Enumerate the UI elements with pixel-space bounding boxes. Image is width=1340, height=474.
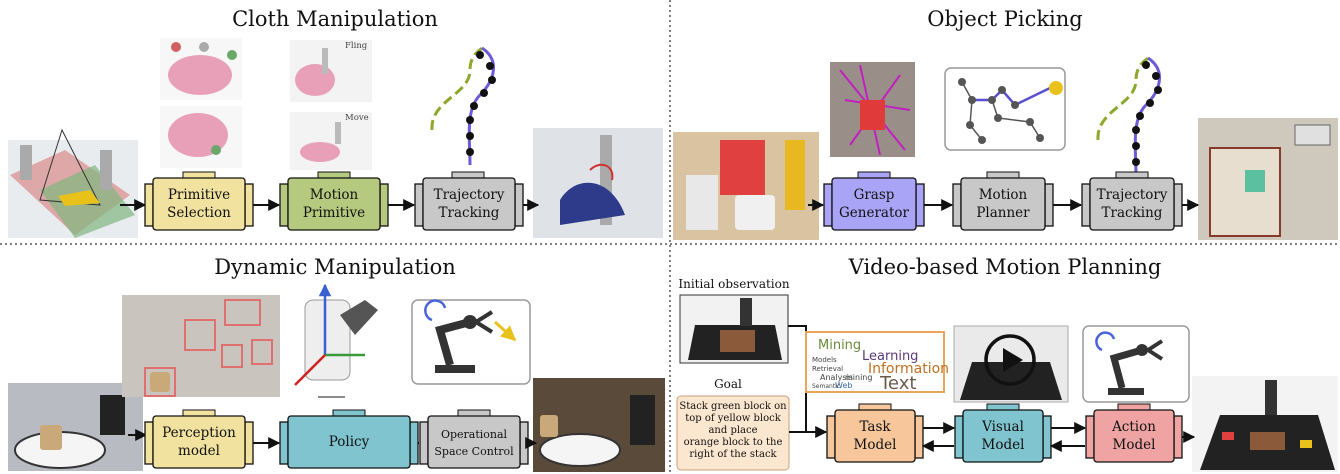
block-line1: Visual [981, 419, 1024, 435]
block-line1: Trajectory [1097, 187, 1168, 203]
wc-word: Text [879, 373, 916, 394]
block-motion-planner: Motion Planner [952, 171, 1054, 231]
block-line2: Generator [839, 205, 910, 221]
block-visual-model: Visual Model [954, 403, 1052, 463]
block-line2: Planner [976, 205, 1030, 221]
block-line2: Space Control [434, 445, 514, 458]
dynamic-title: Dynamic Manipulation [214, 255, 456, 279]
block-line1: Action [1111, 419, 1156, 435]
block-perception-model: Perception model [144, 409, 254, 469]
block-operational-space-control: Operational Space Control [419, 409, 529, 469]
block-line1: Primitive [168, 187, 230, 203]
dynamic-input-image [8, 383, 143, 471]
block-line2: Primitive [303, 205, 365, 221]
dynamic-output-image [533, 378, 665, 472]
fling-label: Fling [345, 41, 368, 51]
video-blocks: Task Model Visual Model Action Model [826, 403, 1183, 463]
picking-blocks: Grasp Generator Motion Planner Trajector… [823, 171, 1183, 231]
play-icon [984, 334, 1036, 386]
block-primitive-selection: Primitive Selection [144, 171, 254, 231]
wc-word: Semantic [812, 383, 840, 390]
goal-line: right of the stack [689, 449, 777, 460]
block-line2: Model [854, 437, 897, 453]
goal-box: Stack green block on top of yellow block… [676, 395, 790, 471]
wc-word: Learning [862, 349, 918, 364]
dynamic-blocks: Perception model Policy Operational Spac… [144, 409, 529, 469]
block-grasp-generator: Grasp Generator [823, 171, 925, 231]
block-trajectory-tracking: Trajectory Tracking [414, 171, 524, 231]
move-label: Move [345, 113, 369, 123]
block-line1: Perception [162, 425, 236, 441]
block-task-model: Task Model [826, 403, 924, 463]
action-model-thumbnail [1082, 325, 1190, 403]
goal-line: top of yellow block [685, 413, 781, 424]
goal-line: and place [708, 425, 757, 436]
word-cloud-thumbnail: Mining Learning Information Text Models … [805, 331, 949, 394]
block-policy: Policy [279, 409, 419, 469]
policy-thumbnail [294, 283, 378, 398]
motion-planner-thumbnail [944, 67, 1066, 151]
block-handle [182, 171, 216, 179]
cloth-input-image [8, 128, 138, 238]
video-output-image [1192, 376, 1338, 472]
initial-observation-label: Initial observation [678, 277, 789, 291]
wc-word: Mining [818, 338, 861, 353]
wc-word: mining [845, 373, 872, 382]
block-motion-primitive: Motion Primitive [279, 171, 389, 231]
perception-thumbnail [122, 295, 280, 397]
osc-thumbnail [411, 299, 531, 385]
block-line2: Tracking [439, 205, 500, 221]
block-line2: Model [1113, 437, 1156, 453]
cloth-primitive-thumbs: Fling Move [290, 40, 372, 170]
cloth-output-image [533, 128, 663, 238]
wc-word: Models [812, 356, 837, 364]
video-title: Video-based Motion Planning [848, 255, 1162, 279]
goal-line: orange block to the [684, 437, 783, 448]
cloth-trajectory-graphic [430, 46, 496, 166]
block-line2: Tracking [1102, 205, 1163, 221]
block-action-model: Action Model [1085, 403, 1183, 463]
cloth-blocks: Primitive Selection Motion Primitive Tra… [144, 171, 524, 231]
cloth-selection-thumbs [160, 38, 242, 168]
block-trajectory-tracking-2: Trajectory Tracking [1081, 171, 1183, 231]
block-line1: Policy [329, 434, 370, 450]
block-line1: Operational [441, 428, 508, 441]
cloth-title: Cloth Manipulation [232, 7, 438, 31]
goal-label: Goal [714, 377, 742, 391]
visual-model-thumbnail [953, 325, 1069, 403]
wc-word: Retrieval [812, 365, 843, 373]
picking-title: Object Picking [927, 7, 1083, 31]
block-line1: Motion [310, 187, 359, 203]
picking-output-image [1198, 118, 1338, 240]
grasp-thumbnail [830, 62, 915, 157]
block-line1: Task [859, 419, 891, 435]
wc-word: Information [868, 361, 949, 377]
block-line2: model [178, 443, 220, 459]
picking-trajectory-graphic [1096, 56, 1162, 176]
goal-line: Stack green block on [679, 401, 787, 412]
block-line1: Grasp [854, 187, 895, 203]
wc-word: Web [835, 381, 852, 390]
block-line1: Motion [979, 187, 1028, 203]
block-line2: Selection [167, 205, 231, 221]
initial-observation-image [679, 294, 789, 364]
picking-input-image [673, 132, 819, 240]
block-line1: Trajectory [434, 187, 505, 203]
wc-word: Analysis [820, 373, 853, 382]
block-line2: Model [982, 437, 1025, 453]
